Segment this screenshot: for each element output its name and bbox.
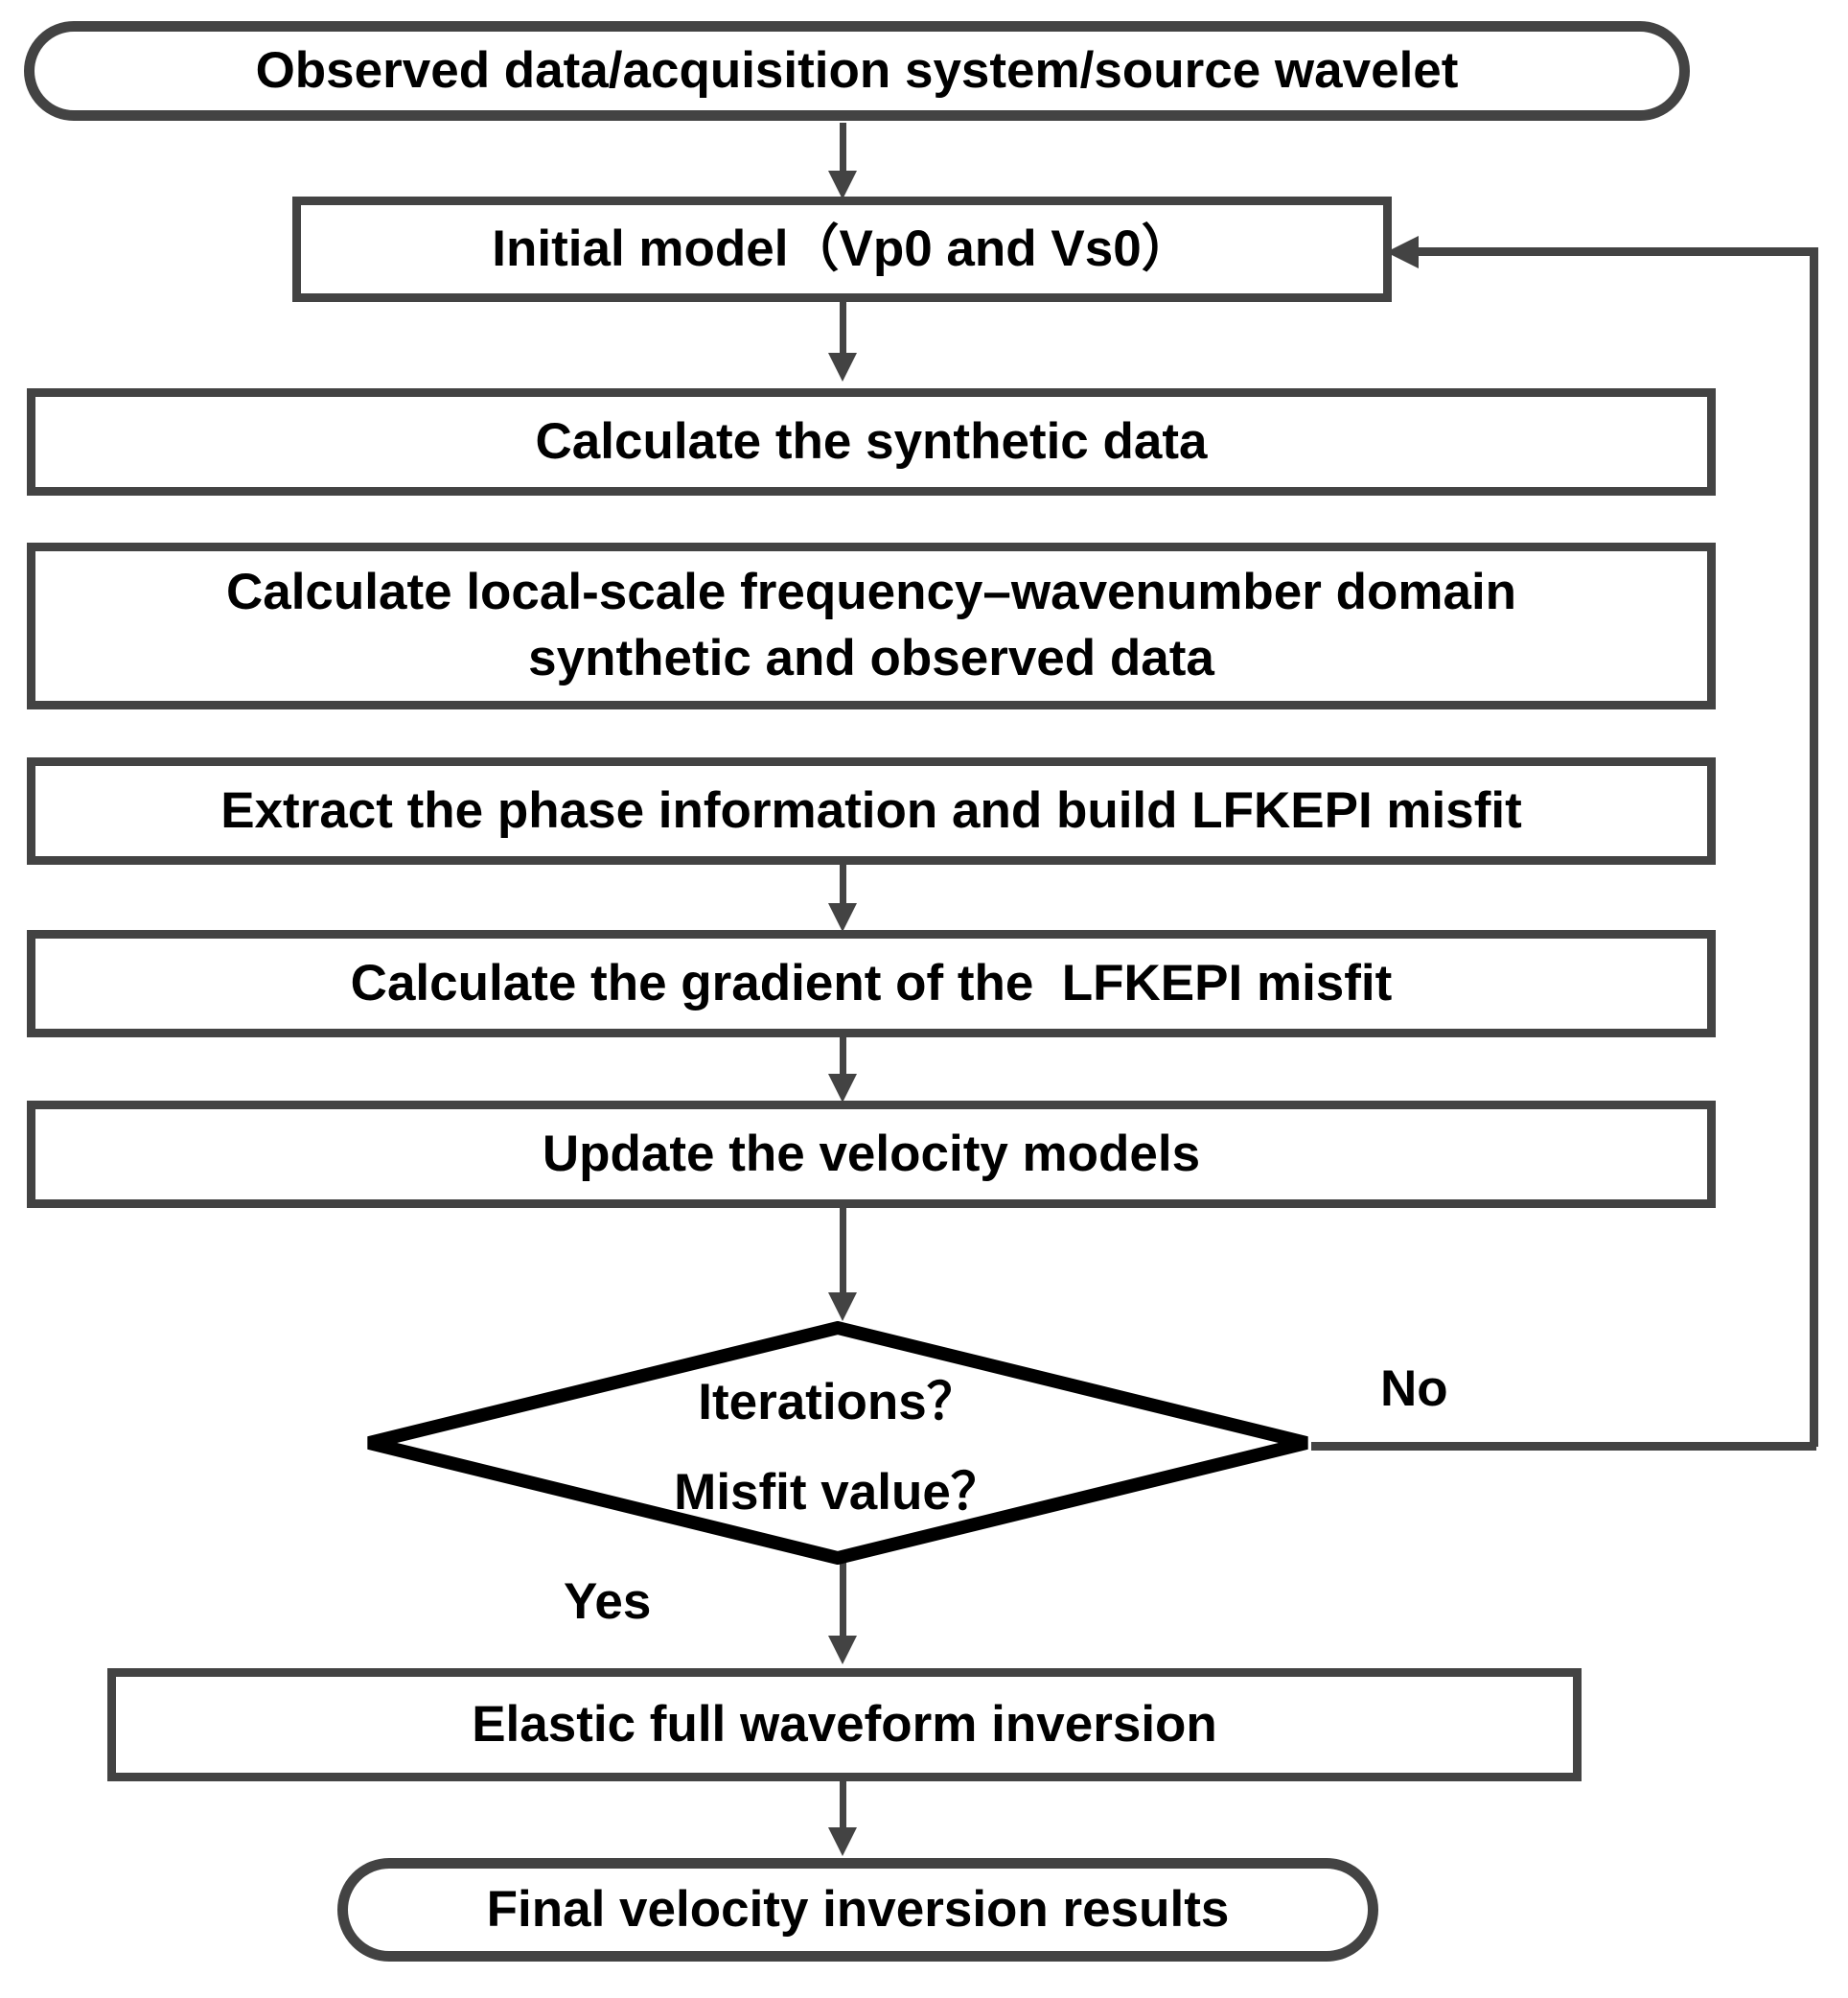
- arrowhead-extract-to-gradient: [828, 903, 857, 932]
- node-elastic-full-waveform-inversion-label: Elastic full waveform inversion: [472, 1695, 1217, 1753]
- node-initial-model-label: Initial model（Vp0 and Vs0）: [492, 220, 1192, 277]
- node-calculate-gradient[interactable]: Calculate the gradient of the LFKEPI mis…: [27, 930, 1716, 1037]
- node-start[interactable]: Observed data/acquisition system/source …: [24, 21, 1690, 121]
- arrowhead-initial-to-synth: [828, 353, 857, 382]
- edge-initial-to-synth: [840, 302, 846, 363]
- node-calculate-synthetic-data[interactable]: Calculate the synthetic data: [27, 388, 1716, 496]
- node-decision-iterations-misfit[interactable]: Iterations？ Misfit value？: [362, 1321, 1313, 1565]
- edge-extract-to-gradient: [840, 865, 846, 913]
- edge-no-vertical-up: [1810, 247, 1818, 1447]
- node-calculate-fk-domain-data-label: Calculate local-scale frequency–wavenumb…: [225, 564, 1517, 686]
- arrowhead-start-to-initial: [828, 171, 857, 199]
- node-elastic-full-waveform-inversion[interactable]: Elastic full waveform inversion: [107, 1668, 1582, 1781]
- arrowhead-update-to-decision: [828, 1292, 857, 1321]
- node-start-label: Observed data/acquisition system/source …: [255, 41, 1459, 99]
- node-calculate-fk-domain-data[interactable]: Calculate local-scale frequency–wavenumb…: [27, 543, 1716, 709]
- edge-efwi-to-final: [840, 1781, 846, 1837]
- node-final-results-label: Final velocity inversion results: [486, 1880, 1230, 1938]
- node-extract-phase-build-misfit-label: Extract the phase information and build …: [220, 781, 1522, 839]
- arrowhead-efwi-to-final: [828, 1827, 857, 1856]
- arrowhead-decision-to-efwi: [828, 1636, 857, 1664]
- arrowhead-gradient-to-update: [828, 1074, 857, 1103]
- edge-label-yes: Yes: [564, 1573, 652, 1630]
- edge-gradient-to-update: [840, 1037, 846, 1083]
- node-update-velocity-models-label: Update the velocity models: [542, 1125, 1201, 1182]
- edge-label-no: No: [1380, 1360, 1448, 1417]
- diamond-shape-icon: [367, 1321, 1308, 1565]
- node-initial-model[interactable]: Initial model（Vp0 and Vs0）: [292, 197, 1392, 302]
- edge-no-horizontal-in: [1407, 247, 1818, 256]
- edge-start-to-initial: [840, 123, 846, 182]
- node-final-results[interactable]: Final velocity inversion results: [337, 1858, 1378, 1962]
- node-calculate-synthetic-data-label: Calculate the synthetic data: [535, 412, 1208, 470]
- edge-update-to-decision: [840, 1208, 846, 1298]
- node-update-velocity-models[interactable]: Update the velocity models: [27, 1101, 1716, 1208]
- edge-no-horizontal-out: [1311, 1442, 1816, 1451]
- node-extract-phase-build-misfit[interactable]: Extract the phase information and build …: [27, 757, 1716, 865]
- edge-decision-to-efwi: [840, 1561, 846, 1641]
- node-calculate-gradient-label: Calculate the gradient of the LFKEPI mis…: [350, 954, 1393, 1011]
